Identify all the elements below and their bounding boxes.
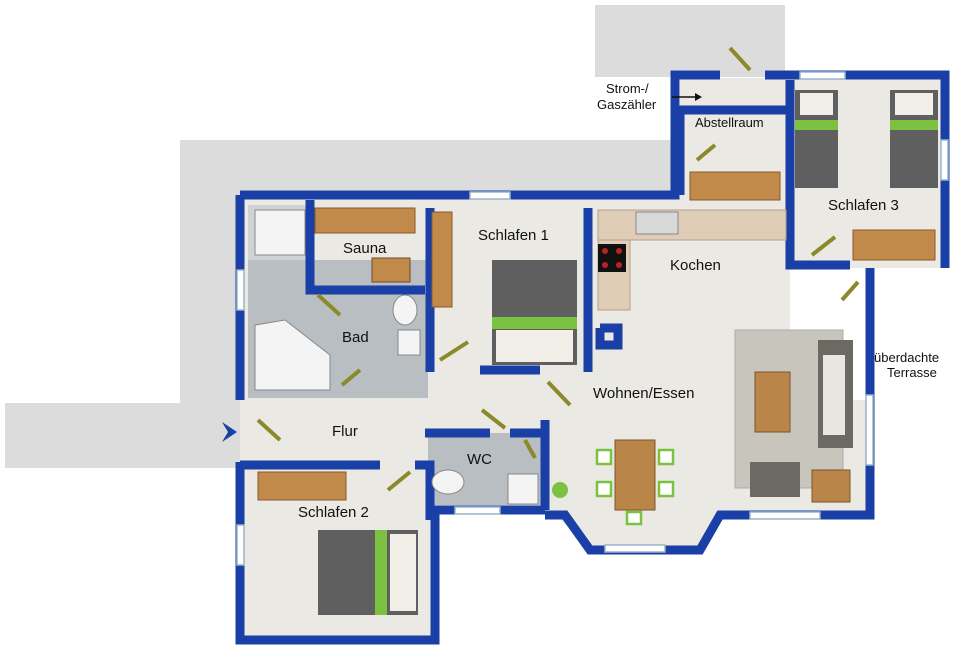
windows xyxy=(236,71,949,566)
sauna-bench xyxy=(314,207,416,234)
armchair xyxy=(750,462,800,497)
dresser xyxy=(852,229,936,261)
plant-icon xyxy=(552,482,568,498)
sauna-stove xyxy=(371,257,411,283)
door-swing-icon xyxy=(695,143,717,162)
door-swing-icon xyxy=(546,380,572,407)
label-schlafen1: Schlafen 1 xyxy=(478,227,549,244)
label-sauna: Sauna xyxy=(343,240,387,257)
label-strom: Strom-/ xyxy=(606,81,649,96)
sink-icon xyxy=(635,211,679,235)
label-schlafen2: Schlafen 2 xyxy=(298,504,369,521)
label-gaszaehler: Gaszähler xyxy=(597,97,657,112)
room-labels: Strom-/ Gaszähler Abstellraum Schlafen 3… xyxy=(298,81,939,521)
doors xyxy=(256,46,860,492)
door-swing-icon xyxy=(438,340,470,362)
toilet-icon xyxy=(392,294,418,326)
sink-icon xyxy=(397,329,421,356)
meter-pointer xyxy=(672,93,702,101)
label-schlafen3: Schlafen 3 xyxy=(828,197,899,214)
label-wc: WC xyxy=(467,451,492,468)
outdoor-areas xyxy=(5,5,785,468)
dining-table xyxy=(614,439,656,511)
toilet-icon xyxy=(431,469,465,495)
shower-tray xyxy=(254,209,306,256)
door-swing-icon xyxy=(840,280,860,302)
door-swing-icon xyxy=(523,439,537,459)
label-kochen: Kochen xyxy=(670,257,721,274)
side-table xyxy=(811,469,851,503)
entrance-arrow-icon xyxy=(222,422,237,442)
label-terrasse-2: Terrasse xyxy=(887,365,937,380)
wardrobe xyxy=(431,211,453,308)
door-swing-icon xyxy=(480,408,507,430)
dining-chairs xyxy=(595,448,675,526)
kitchen-counter xyxy=(597,209,787,241)
bathtub xyxy=(254,319,331,391)
coffee-table xyxy=(754,371,791,433)
door-swing-icon xyxy=(728,46,752,72)
label-abstellraum: Abstellraum xyxy=(695,115,764,130)
storage-shelf xyxy=(689,171,781,201)
label-flur: Flur xyxy=(332,423,358,440)
door-swing-icon xyxy=(386,470,412,492)
label-wohnen: Wohnen/Essen xyxy=(593,385,694,402)
label-bad: Bad xyxy=(342,329,369,346)
sink-icon xyxy=(507,473,539,505)
door-swing-icon xyxy=(256,418,282,442)
cooktop-icon xyxy=(598,244,626,272)
furniture xyxy=(254,90,938,615)
label-terrasse-1: überdachte xyxy=(874,350,939,365)
door-swing-icon xyxy=(316,293,342,317)
door-swing-icon xyxy=(340,368,362,387)
dresser xyxy=(257,471,347,501)
door-swing-icon xyxy=(810,235,837,257)
